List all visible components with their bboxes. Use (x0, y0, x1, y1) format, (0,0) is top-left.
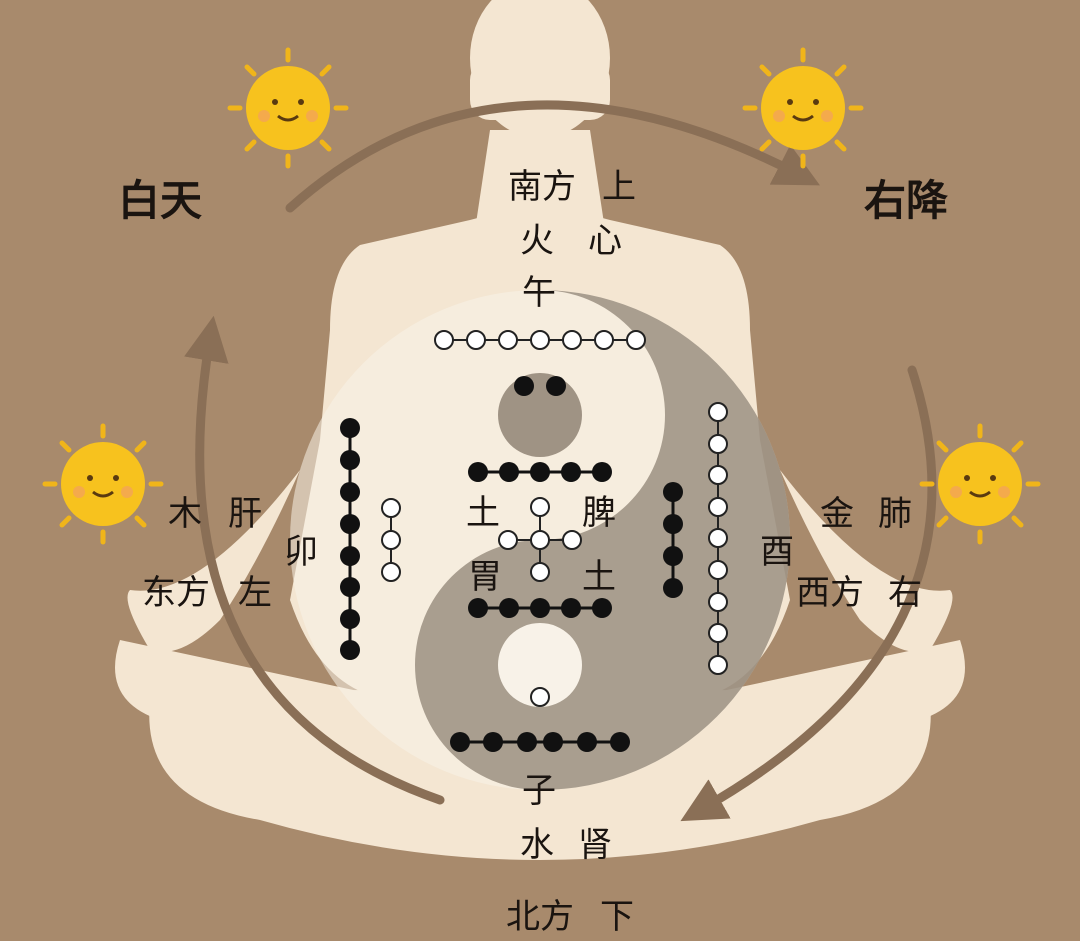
metal-label: 金 (820, 494, 854, 534)
zi-label: 子 (522, 771, 556, 811)
down-label: 下 (600, 897, 634, 937)
sun-icon (919, 423, 1041, 545)
left-label: 左 (238, 573, 272, 613)
fire-label: 火 (520, 221, 554, 261)
kidney-label: 肾 (578, 825, 612, 865)
north-dot-chain (450, 732, 630, 752)
west-label: 西方 (796, 573, 864, 613)
earth-right-label: 土 (582, 557, 616, 597)
earth-left-label: 土 (466, 493, 500, 533)
up-label: 上 (602, 167, 636, 207)
wu-label: 午 (522, 273, 556, 313)
center-top-dot-chain (468, 462, 612, 482)
you-label: 酉 (760, 532, 794, 572)
spleen-label: 脾 (582, 493, 616, 533)
south-inner-dots (514, 376, 566, 396)
north-label: 北方 (506, 897, 574, 937)
sun-icon (742, 47, 864, 169)
west-inner-dot-chain (663, 482, 683, 598)
daytime-title: 白天 (118, 176, 203, 225)
west-outer-dot-chain (708, 402, 728, 675)
east-inner-dot-chain (381, 498, 401, 582)
center-bottom-dot-chain (468, 598, 612, 618)
right-descend-title: 右降 (864, 176, 949, 225)
mao-label: 卯 (284, 532, 318, 572)
heart-label: 心 (588, 221, 622, 261)
water-label: 水 (520, 825, 554, 865)
east-outer-dot-chain (340, 418, 360, 660)
south-label: 南方 (508, 167, 576, 207)
lung-label: 肺 (878, 494, 912, 534)
sun-icon (227, 47, 349, 169)
stomach-label: 胃 (468, 557, 502, 597)
north-inner-dot (530, 687, 550, 707)
liver-label: 肝 (228, 494, 262, 534)
clockwise-arrow-icon (184, 100, 937, 822)
center-cross-dots (498, 497, 582, 582)
east-label: 东方 (142, 573, 210, 613)
wood-label: 木 (168, 494, 202, 534)
sun-icon (42, 423, 164, 545)
right-label: 右 (888, 573, 922, 613)
south-dot-chain (434, 330, 646, 350)
